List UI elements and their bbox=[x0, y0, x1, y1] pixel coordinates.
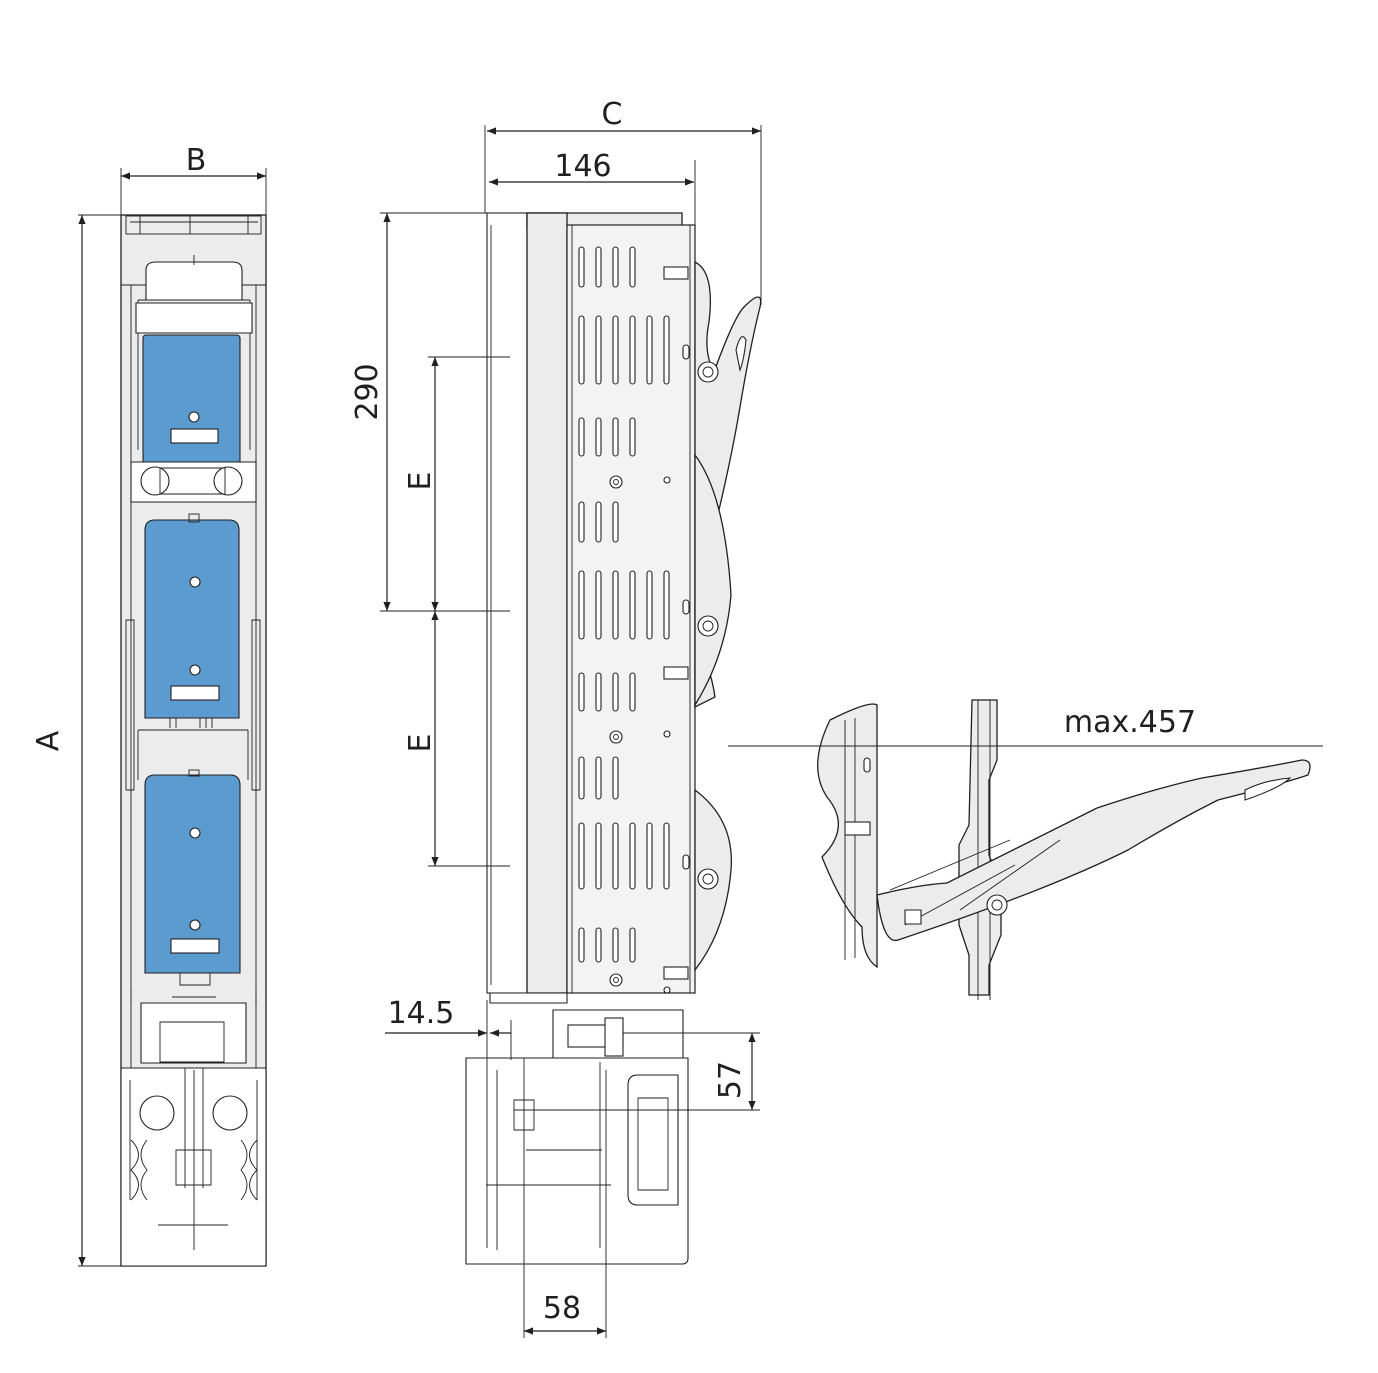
front-view bbox=[120, 214, 267, 1267]
dim-e2-label: E bbox=[403, 734, 438, 753]
vent-slot bbox=[663, 570, 670, 640]
open-lever bbox=[876, 759, 1311, 942]
vent-slot bbox=[612, 756, 619, 800]
vent-slot bbox=[612, 570, 619, 640]
dimensions: A B C 146 290 E E 14.5 57 bbox=[31, 97, 1323, 1338]
vent-slot bbox=[578, 315, 585, 385]
vent-slot bbox=[595, 417, 602, 457]
side-view bbox=[465, 212, 762, 1265]
dim-c-label: C bbox=[602, 97, 623, 132]
vent-slot bbox=[595, 927, 602, 963]
vent-slot bbox=[646, 570, 653, 640]
dim-57-label: 57 bbox=[713, 1061, 748, 1099]
fuse-middle-body bbox=[144, 519, 240, 719]
dim-e1-label: E bbox=[403, 472, 438, 491]
vent-slot bbox=[578, 417, 585, 457]
vent-slot bbox=[578, 672, 585, 712]
dim-max-label: max.457 bbox=[1064, 705, 1196, 740]
vent-slot bbox=[578, 501, 585, 543]
vent-slot bbox=[629, 822, 636, 890]
vent-slot bbox=[629, 315, 636, 385]
vent-slot bbox=[629, 246, 636, 288]
vent-slot bbox=[612, 822, 619, 890]
vent-slot bbox=[578, 246, 585, 288]
vent-slot bbox=[595, 570, 602, 640]
vent-slot bbox=[595, 756, 602, 800]
vent-slot bbox=[578, 927, 585, 963]
vent-slot bbox=[595, 246, 602, 288]
fuse-top-body bbox=[142, 334, 241, 469]
vent-slot bbox=[612, 246, 619, 288]
ventilation-slots bbox=[578, 246, 670, 963]
vent-slot bbox=[629, 672, 636, 712]
vent-slot bbox=[595, 822, 602, 890]
dim-a-label: A bbox=[31, 730, 66, 751]
vent-slot bbox=[612, 927, 619, 963]
vent-slot bbox=[663, 315, 670, 385]
vent-slot bbox=[646, 822, 653, 890]
vent-slot bbox=[578, 756, 585, 800]
vent-slot bbox=[595, 315, 602, 385]
vent-slot bbox=[612, 417, 619, 457]
vent-slot bbox=[578, 822, 585, 890]
dim-290-label: 290 bbox=[350, 363, 385, 420]
vent-slot bbox=[612, 501, 619, 543]
dim-b-label: B bbox=[186, 143, 207, 178]
vent-slot bbox=[646, 315, 653, 385]
open-handle-view bbox=[817, 699, 1311, 1000]
vent-slot bbox=[578, 570, 585, 640]
vent-slot bbox=[595, 672, 602, 712]
vent-slot bbox=[629, 570, 636, 640]
vent-slot bbox=[663, 822, 670, 890]
dim-58-label: 58 bbox=[543, 1291, 581, 1326]
dim-14-5-label: 14.5 bbox=[388, 996, 455, 1031]
vent-slot bbox=[612, 672, 619, 712]
vent-slot bbox=[595, 501, 602, 543]
vent-slot bbox=[612, 315, 619, 385]
vent-slot bbox=[629, 927, 636, 963]
dim-146-label: 146 bbox=[554, 149, 611, 184]
fuse-bottom-body bbox=[144, 774, 241, 974]
vent-slot bbox=[629, 417, 636, 457]
fuse-bottom bbox=[144, 769, 241, 998]
fuse-middle bbox=[144, 513, 240, 728]
fuse-top bbox=[142, 334, 241, 469]
